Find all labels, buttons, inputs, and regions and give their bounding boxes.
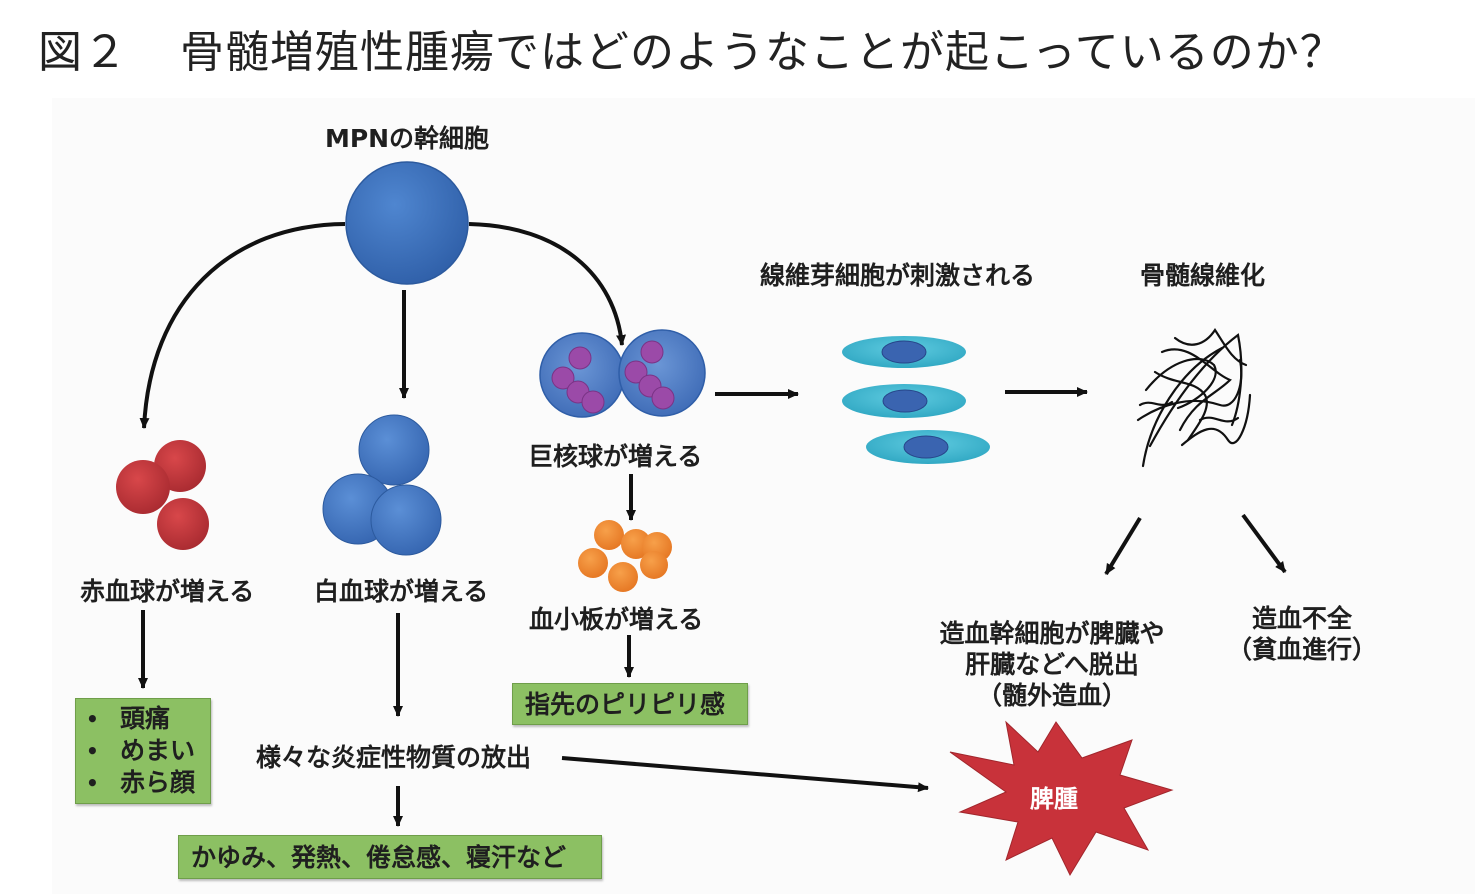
megakaryocyte-cells xyxy=(539,329,706,418)
inflammatory-symptom-box: かゆみ、発熱、倦怠感、寝汗など xyxy=(178,835,602,879)
platelet-label: 血小板が増える xyxy=(529,605,704,634)
rbc-cluster xyxy=(116,440,209,550)
arrow-to-extramedullary xyxy=(1104,516,1142,576)
splenomegaly-label: 脾腫 xyxy=(1030,785,1078,813)
rbc-symptom-box: • 頭痛 • めまい • 赤ら顔 xyxy=(75,698,211,804)
figure-title: 図２ 骨髄増殖性腫瘍ではどのようなことが起こっているのか？ xyxy=(38,16,1345,80)
figure-number: 図２ xyxy=(38,27,128,78)
bullet: • xyxy=(86,771,99,795)
failure-line1: 造血不全 xyxy=(1251,604,1352,633)
fiber-tangle-icon xyxy=(1136,328,1252,468)
bullet: • xyxy=(86,739,99,763)
symptom-item: • めまい xyxy=(86,735,210,767)
wbc-label: 白血球が増える xyxy=(314,577,489,606)
arrow-inflammatory-to-spleen xyxy=(561,756,929,793)
arrow-to-failure xyxy=(1241,513,1287,574)
platelet-cluster xyxy=(578,520,672,592)
failure-line2: （貧血進行） xyxy=(1226,635,1377,664)
symptom-item: • 赤ら顔 xyxy=(86,767,210,799)
symptom-text: 頭痛 xyxy=(120,704,171,733)
megakaryocyte-label: 巨核球が増える xyxy=(528,442,703,471)
wbc-cluster xyxy=(322,414,442,556)
inflammatory-label: 様々な炎症性物質の放出 xyxy=(256,743,532,772)
bullet: • xyxy=(86,707,99,731)
failure-label: 造血不全 （貧血進行） xyxy=(1222,603,1382,665)
figure-title-text: 骨髄増殖性腫瘍ではどのようなことが起こっているのか？ xyxy=(180,27,1345,78)
extramedullary-label: 造血幹細胞が脾臓や 肝臓などへ脱出 （髄外造血） xyxy=(922,618,1182,711)
symptom-text: 赤ら顔 xyxy=(120,768,196,797)
platelet-symptom-box: 指先のピリピリ感 xyxy=(512,683,748,725)
extramedullary-line1: 造血幹細胞が脾臓や xyxy=(939,619,1165,648)
fibrosis-label: 骨髄線維化 xyxy=(1140,261,1266,290)
symptom-item: • 頭痛 xyxy=(86,703,210,735)
fibroblast-cells xyxy=(842,336,990,464)
stem-cell xyxy=(345,161,469,285)
rbc-label: 赤血球が増える xyxy=(80,577,255,606)
fibroblast-label: 線維芽細胞が刺激される xyxy=(760,261,1036,290)
explosion-burst-icon xyxy=(949,720,1174,877)
symptom-text: めまい xyxy=(120,736,196,765)
extramedullary-line2: 肝臓などへ脱出 xyxy=(965,650,1139,679)
extramedullary-line3: （髄外造血） xyxy=(976,681,1127,710)
stem-cell-label: MPNの幹細胞 xyxy=(324,124,490,153)
arrow-to-megakaryocyte xyxy=(468,222,626,346)
arrow-to-rbc xyxy=(139,222,346,429)
